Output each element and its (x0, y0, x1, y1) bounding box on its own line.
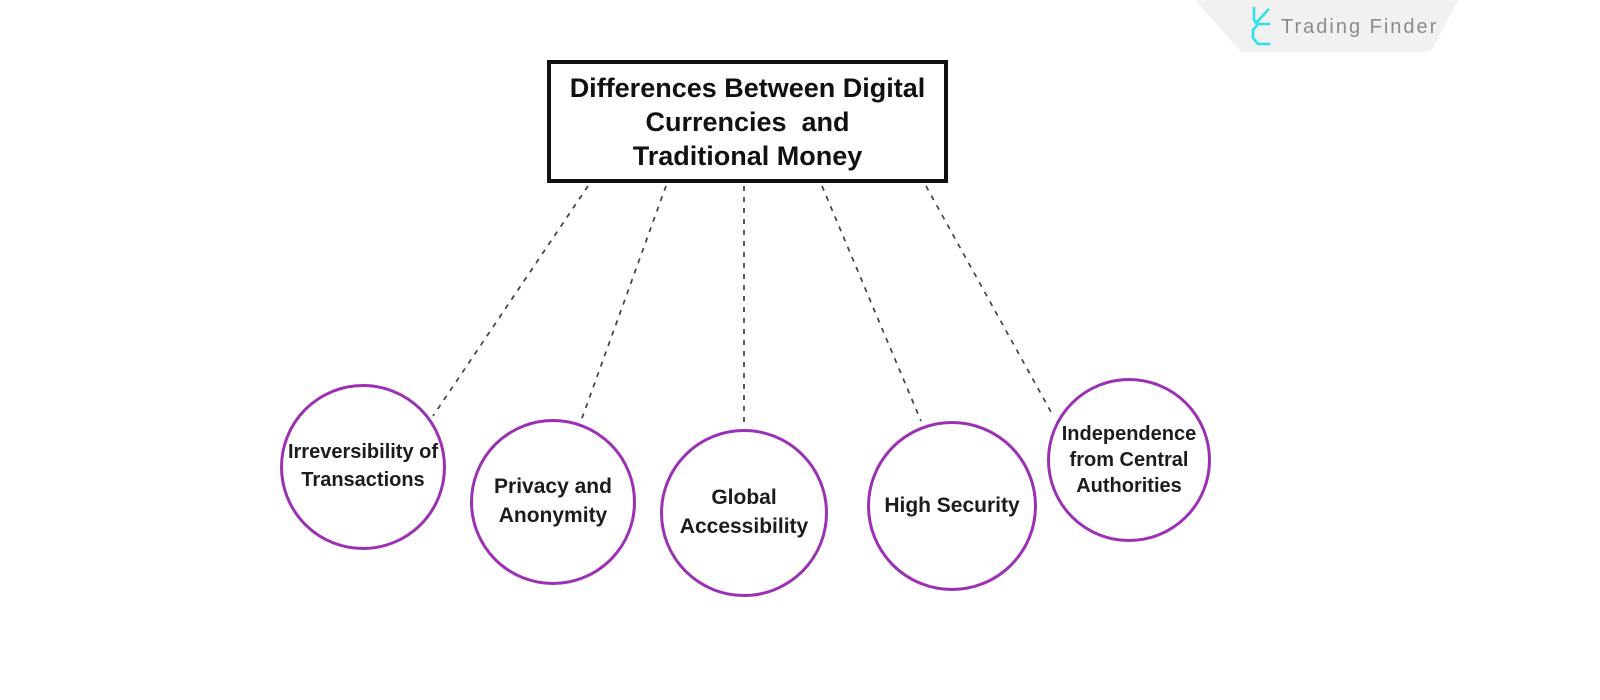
node-label: Global Accessibility (679, 486, 809, 538)
title-line-2: Currencies and (645, 106, 850, 137)
brand-banner-shape (1195, 0, 1458, 52)
node-label: Privacy and Anonymity (494, 475, 612, 527)
connector-line (432, 185, 589, 417)
node-label: Independence from Central Authorities (1061, 423, 1197, 497)
title-line-1: Differences Between Digital (569, 72, 926, 103)
connector-line (580, 185, 667, 422)
trading-finder-logo-icon (1251, 6, 1271, 46)
brand-name: Trading Finder (1281, 16, 1439, 38)
diagram-title-box: Differences Between Digital Currencies a… (547, 60, 948, 183)
node-high-security: High Security (867, 421, 1037, 591)
connector-line (925, 185, 1052, 413)
node-label: Irreversibility of Transactions (287, 441, 439, 491)
connector-line (821, 185, 922, 422)
node-irreversibility-of-transactions: Irreversibility of Transactions (280, 384, 446, 550)
node-independence-from-central-authorities: Independence from Central Authorities (1047, 378, 1211, 542)
brand-banner: Trading Finder (1195, 0, 1460, 56)
title-line-3: Traditional Money (632, 140, 863, 171)
node-label: High Security (884, 493, 1020, 517)
node-global-accessibility: Global Accessibility (660, 429, 828, 597)
node-privacy-and-anonymity: Privacy and Anonymity (470, 419, 636, 585)
